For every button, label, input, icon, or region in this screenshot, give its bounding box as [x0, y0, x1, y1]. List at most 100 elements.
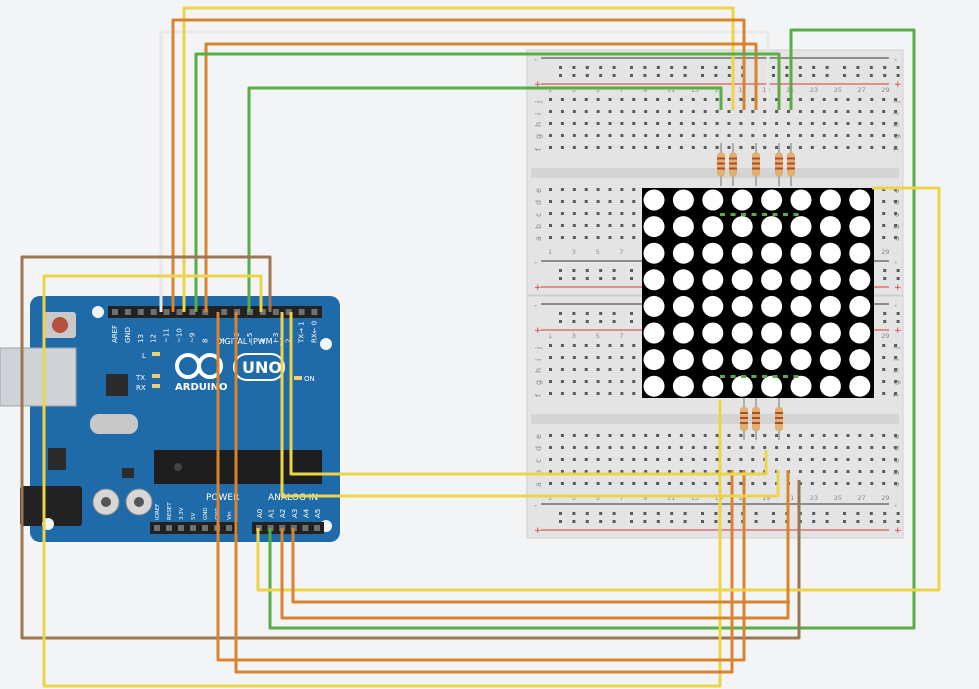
terminal-hole — [763, 98, 767, 101]
rail-hole — [772, 512, 775, 515]
matrix-led — [672, 242, 694, 264]
digital-pin-hole[interactable] — [176, 309, 183, 315]
uno-badge — [233, 353, 285, 381]
power-pin-hole[interactable] — [190, 525, 196, 531]
wire[interactable] — [291, 528, 790, 604]
rail-hole — [670, 512, 674, 515]
terminal-hole — [656, 98, 660, 101]
rail-hole — [714, 66, 718, 69]
terminal-hole — [763, 122, 767, 125]
wire[interactable] — [194, 52, 781, 312]
analog-pin-hole[interactable] — [314, 525, 320, 531]
matrix-led — [790, 322, 812, 344]
terminal-hole — [787, 134, 790, 137]
resistor — [717, 143, 725, 186]
row-letter: i — [892, 113, 901, 115]
rail-hole — [896, 312, 900, 315]
rail-hole — [599, 66, 603, 69]
terminal-hole — [572, 236, 576, 239]
analog-pin-hole[interactable] — [302, 525, 309, 531]
column-number: 1 — [548, 86, 552, 94]
wire[interactable] — [171, 18, 746, 312]
terminal-hole — [882, 224, 886, 227]
digital-pin-hole[interactable] — [311, 309, 318, 315]
row-letter: h — [534, 122, 543, 127]
terminal-hole — [751, 482, 755, 485]
terminal-hole — [822, 134, 826, 137]
wire[interactable] — [42, 274, 722, 688]
terminal-hole — [608, 434, 612, 437]
terminal-hole — [787, 146, 790, 149]
terminal-hole — [846, 122, 850, 125]
digital-pin-hole[interactable] — [259, 309, 266, 315]
rail-hole — [630, 277, 633, 280]
resistor-band — [775, 167, 783, 170]
matrix-led — [819, 375, 841, 397]
wire[interactable] — [247, 86, 723, 312]
matrix-led — [819, 295, 841, 317]
digital-pin-hole[interactable] — [189, 309, 196, 315]
row-letter: f — [892, 394, 901, 397]
wire[interactable] — [20, 255, 801, 640]
digital-pin-hole[interactable] — [272, 309, 279, 315]
wire[interactable] — [182, 6, 735, 312]
wire[interactable] — [280, 470, 790, 620]
rail-plus-label: + — [534, 326, 542, 336]
rail-hole — [727, 66, 731, 69]
terminal-hole — [632, 146, 636, 149]
terminal-hole — [584, 236, 588, 239]
matrix-led — [761, 189, 783, 211]
terminal-hole — [715, 470, 719, 473]
row-letter: g — [534, 380, 543, 385]
column-number: 29 — [881, 86, 889, 94]
rail-hole — [701, 512, 704, 515]
wire[interactable] — [268, 28, 916, 630]
rail-hole — [896, 320, 900, 323]
wire[interactable] — [234, 312, 734, 674]
digital-pin-hole[interactable] — [112, 309, 118, 315]
column-number: 23 — [810, 494, 818, 502]
terminal-hole — [822, 146, 826, 149]
wire[interactable] — [280, 312, 780, 498]
capacitor-top — [101, 497, 111, 507]
column-number: 25 — [834, 494, 842, 502]
rail-hole — [630, 312, 633, 315]
wire[interactable] — [289, 312, 768, 476]
terminal-hole — [572, 188, 576, 191]
terminal-hole — [691, 146, 695, 149]
terminal-hole — [608, 236, 612, 239]
power-pin-hole[interactable] — [178, 525, 184, 531]
terminal-hole — [560, 212, 564, 215]
digital-pin-hole[interactable] — [163, 309, 170, 315]
resistor-band — [775, 422, 783, 424]
wire[interactable] — [204, 42, 758, 312]
digital-pin-hole[interactable] — [285, 309, 292, 315]
terminal-hole — [668, 110, 671, 113]
digital-pin-hole[interactable] — [221, 309, 228, 315]
power-pin-hole[interactable] — [166, 525, 172, 531]
terminal-hole — [834, 458, 838, 461]
terminal-hole — [608, 446, 612, 449]
rail-hole — [701, 66, 704, 69]
power-pin-hole[interactable] — [226, 525, 232, 531]
terminal-hole — [727, 434, 731, 437]
terminal-hole — [549, 212, 552, 215]
power-pin-hole[interactable] — [202, 525, 208, 531]
terminal-hole — [584, 392, 588, 395]
digital-pin-hole[interactable] — [124, 309, 131, 315]
wire[interactable] — [216, 312, 746, 662]
on-led — [294, 376, 302, 380]
wire[interactable] — [159, 30, 770, 312]
matrix-led — [790, 375, 812, 397]
terminal-hole — [560, 434, 564, 437]
digital-pin-hole[interactable] — [137, 309, 144, 315]
terminal-hole — [775, 146, 779, 149]
digital-pin-hole[interactable] — [150, 309, 157, 315]
terminal-hole — [894, 110, 898, 113]
mount-hole — [320, 338, 332, 350]
digital-pin-hole[interactable] — [298, 309, 305, 315]
power-pin-hole[interactable] — [154, 525, 160, 531]
wire[interactable] — [256, 186, 941, 592]
led-matrix-8x8[interactable] — [642, 188, 874, 398]
